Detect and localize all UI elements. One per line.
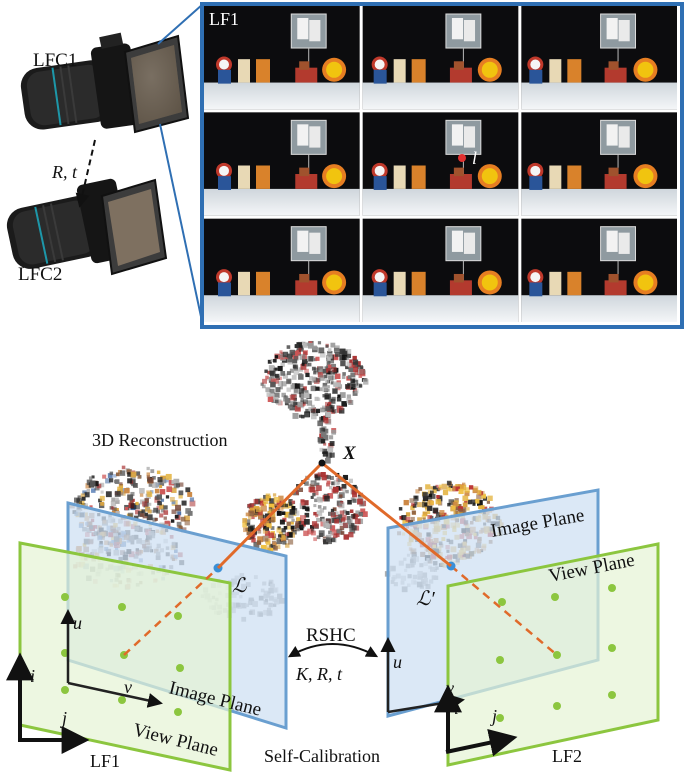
transform-arrow — [75, 139, 96, 208]
view-dot — [174, 612, 182, 620]
lightfield-view — [362, 112, 519, 216]
view-dot — [174, 708, 182, 716]
right-axis-u-label: u — [393, 652, 402, 672]
right-ray-dashed — [450, 565, 558, 656]
lightfield-view — [362, 6, 519, 110]
view-dot — [496, 714, 504, 722]
reconstruction-label: 3D Reconstruction — [92, 430, 227, 450]
left-axis-u-label: u — [73, 613, 82, 633]
panel-connector-top — [157, 3, 204, 45]
view-dot — [608, 644, 616, 652]
lightfield-panel-border — [200, 2, 684, 329]
camera-top-label: LFC1 — [33, 50, 77, 71]
lightfield-grid-panel — [204, 6, 677, 322]
left-view-dots — [61, 593, 184, 716]
view-dot — [61, 686, 69, 694]
right-view-dots — [496, 584, 616, 722]
rshc-arrow — [287, 643, 379, 658]
ray-left-solid — [216, 461, 324, 570]
view-dot — [118, 603, 126, 611]
right-axis-j — [445, 728, 518, 757]
lightfield-view — [204, 112, 360, 216]
lightfield-view — [521, 6, 677, 110]
left-lf-label: LF1 — [90, 751, 120, 771]
point-x-label: X — [342, 443, 357, 464]
lightfield-view — [204, 218, 360, 322]
view-dot — [553, 651, 561, 659]
camera-lfc1 — [20, 32, 190, 134]
left-ray-dashed — [123, 567, 219, 656]
view-dot — [553, 702, 561, 710]
right-lf-label: LF2 — [552, 746, 582, 766]
lightfield-view — [362, 218, 519, 322]
ray-point — [458, 154, 466, 162]
view-dot — [608, 691, 616, 699]
right-rig: u v i j ℒ′ Image Plane View Plane LF2 — [380, 488, 660, 767]
left-axis-v-label: v — [124, 677, 132, 697]
left-axis-j-label: j — [60, 708, 67, 728]
view-dot — [551, 593, 559, 601]
transform-label: R, t — [51, 162, 78, 182]
self-calibration-caption: Self-Calibration — [264, 746, 380, 766]
lightfield-view — [204, 6, 360, 110]
left-rig: u v i j ℒ Image Plane View Plane LF1 — [5, 501, 288, 772]
right-axis-i-label: i — [454, 698, 459, 718]
view-dot — [496, 656, 504, 664]
camera-bottom-label: LFC2 — [18, 264, 62, 285]
right-axis-j-label: j — [490, 706, 497, 726]
left-axis-i-label: i — [30, 666, 35, 686]
left-axis-v — [67, 681, 163, 708]
lightfield-view — [521, 112, 677, 216]
lightfield-view — [521, 218, 677, 322]
view-dot — [608, 584, 616, 592]
lightfield-panel-label: LF1 — [209, 9, 239, 29]
params-label: K, R, t — [295, 664, 343, 684]
left-line-label: ℒ — [232, 575, 247, 597]
ray-right-solid — [321, 461, 452, 568]
camera-lfc2 — [6, 178, 168, 276]
panel-connector-bottom — [159, 123, 204, 327]
view-dot — [176, 664, 184, 672]
rshc-label: RSHC — [306, 625, 356, 646]
view-dot — [118, 696, 126, 704]
view-dot — [498, 598, 506, 606]
point-x — [318, 459, 326, 467]
view-dot — [61, 593, 69, 601]
ray-label: l — [472, 148, 477, 168]
right-line-label: ℒ′ — [416, 588, 435, 610]
